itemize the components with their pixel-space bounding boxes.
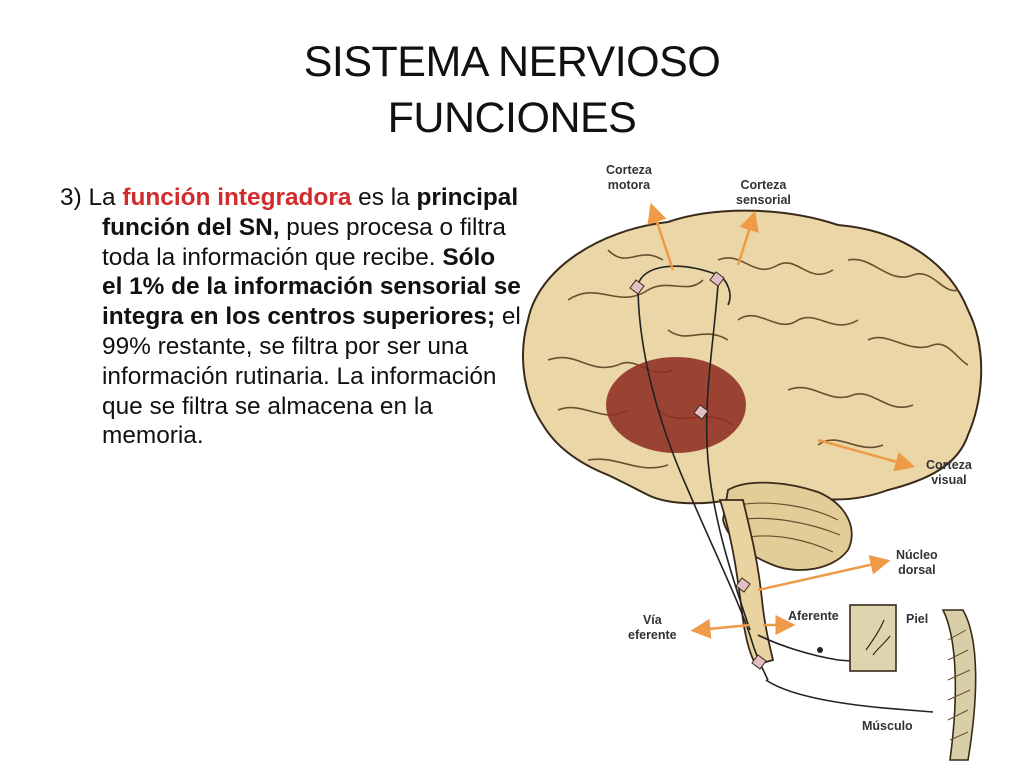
label-corteza-sensorial-1: Corteza [740, 178, 787, 192]
muscle-shape [941, 609, 977, 761]
label-corteza-motora: Corteza motora [606, 163, 652, 193]
body-text-4: el 99% restante, se filtra por ser una i… [102, 303, 521, 450]
label-nucleo-dorsal-2: dorsal [898, 563, 936, 577]
title-line-2: FUNCIONES [387, 94, 637, 142]
label-nucleo-dorsal-1: Núcleo [896, 548, 938, 562]
bold-percentage: Sólo el 1% de la información sensorial s… [102, 243, 521, 331]
body-text-3: pues procesa o filtra toda la informació… [102, 213, 506, 271]
label-corteza-motora-2: motora [607, 178, 651, 192]
pathway-arrows [647, 202, 916, 639]
label-via-eferente: Vía eferente [628, 613, 677, 643]
bold-principal: principal función del SN, [102, 184, 519, 241]
label-corteza-sensorial: Corteza sensorial [736, 178, 791, 208]
brain-diagram: Corteza motora Corteza sensorial Corteza… [488, 160, 1024, 768]
label-nucleo-dorsal: Núcleo dorsal [896, 548, 938, 578]
label-via-eferente-2: eferente [628, 628, 677, 642]
label-corteza-motora-1: Corteza [606, 163, 652, 177]
label-aferente: Aferente [788, 609, 839, 623]
title-line-1: SISTEMA NERVIOSO [303, 38, 721, 86]
label-corteza-visual-1: Corteza [926, 458, 972, 472]
label-musculo: Músculo [862, 719, 913, 733]
body-text-1: 3) La [60, 184, 123, 211]
integration-area [606, 357, 746, 453]
brain-illustration [522, 202, 983, 761]
highlight-integradora: función integradora [122, 184, 352, 211]
label-corteza-visual: Corteza visual [926, 458, 972, 488]
label-via-eferente-1: Vía [642, 613, 662, 627]
label-piel: Piel [906, 612, 929, 626]
body-text-2: es la [351, 184, 417, 211]
label-corteza-sensorial-2: sensorial [736, 193, 791, 207]
slide-title: SISTEMA NERVIOSO FUNCIONES [0, 34, 1024, 146]
body-paragraph: 3) La función integradora es la principa… [60, 183, 522, 451]
label-corteza-visual-2: visual [931, 473, 967, 487]
